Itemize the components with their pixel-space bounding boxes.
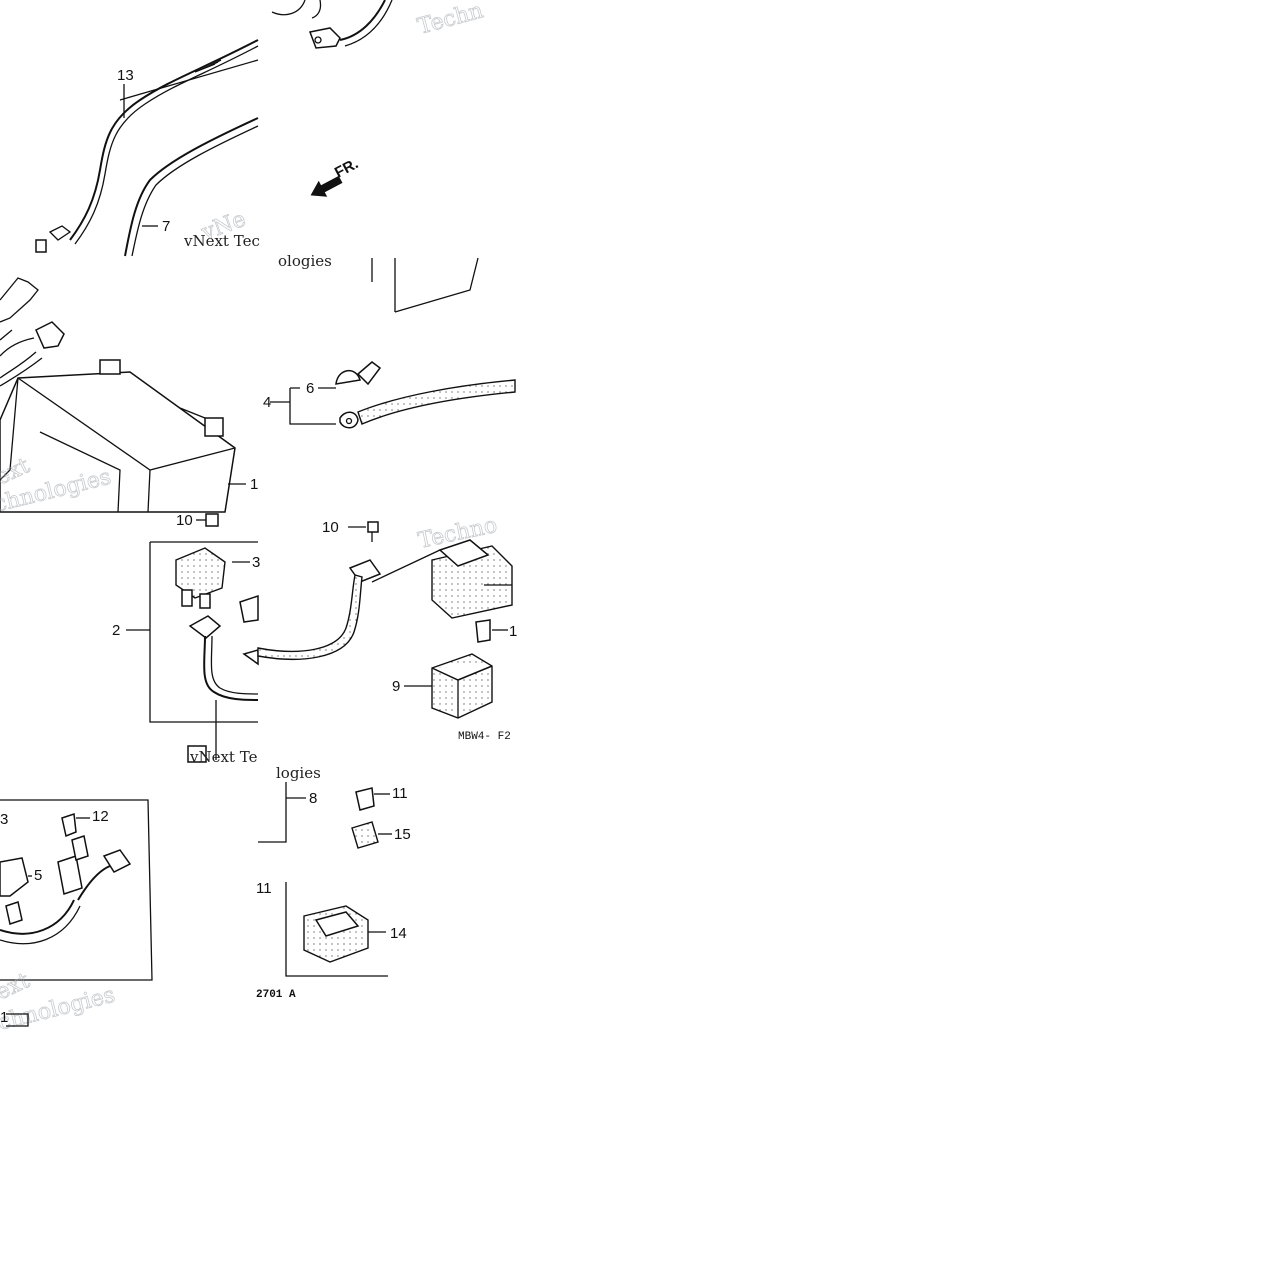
callout-10: 10 [176,512,193,529]
callout-14: 14 [390,925,407,942]
callout-7: 7 [162,218,170,235]
callout-12: 12 [92,808,109,825]
watermark-text: vNext Tec [183,232,260,250]
callout-8: 8 [309,790,317,807]
callout-1c: 1 [0,1009,8,1026]
watermark-text: vNext Te [189,748,258,766]
callout-9: 9 [392,678,400,695]
tile-harness-5: 3 12 5 ext chnologies 1 [0,799,153,1036]
callout-3b: 3 [0,811,8,828]
tile-battery: 1 ext chnologies [0,277,258,518]
front-direction-arrow [310,175,343,197]
tile-top-right: Techn FR. ologies [271,0,486,313]
tile-cable-4: 6 4 [263,361,516,429]
callout-10b: 10 [322,519,339,536]
watermark-text: ext [0,968,34,1005]
callout-15: 15 [394,826,411,843]
tile-top-left: 13 7 vNext Tec vNe [35,39,260,257]
watermark-text: ologies [278,252,332,270]
tile-fuse-box: logies 8 11 15 11 14 2701 A [256,764,411,1001]
callout-5: 5 [34,867,42,884]
callout-3: 3 [252,554,260,571]
tile-starter-relay: 10 1 9 MBW4- F2 Techno [257,512,517,743]
watermark-text: Techn [415,0,486,40]
callout-4: 4 [263,394,271,411]
callout-1: 1 [250,476,258,493]
callout-11: 11 [392,785,408,802]
callout-6: 6 [306,380,314,397]
drawing-code: MBW4- F2 [458,731,511,743]
watermark-text: logies [276,764,321,782]
tile-cable-2: 10 2 3 vNext Te [112,512,260,766]
callout-2: 2 [112,622,120,639]
callout-1b: 1 [509,623,517,640]
callout-11b: 11 [256,880,272,897]
callout-13: 13 [117,67,134,84]
drawing-code: 2701 A [256,989,296,1001]
